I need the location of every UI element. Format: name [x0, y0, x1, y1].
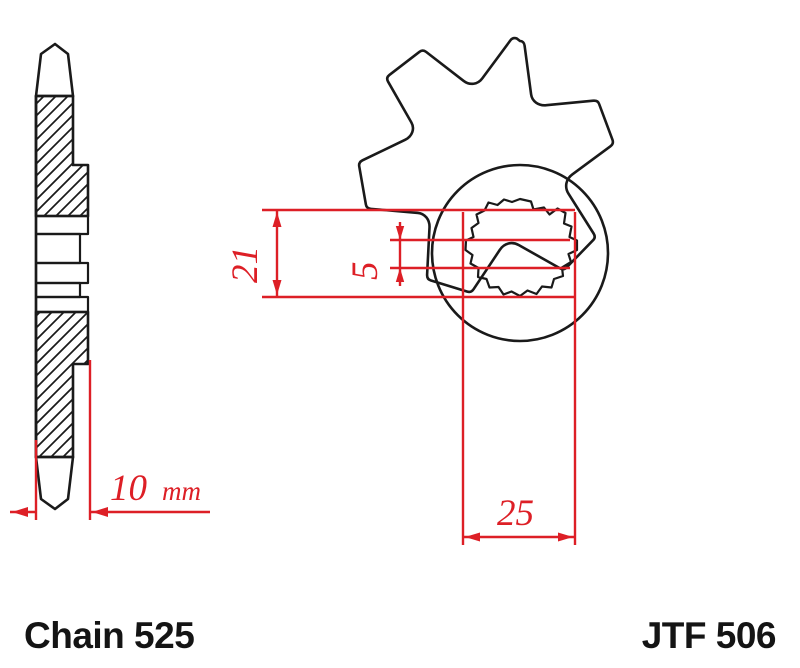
dim-10-arrow: [92, 507, 108, 517]
section-hatching-upper: [36, 96, 88, 216]
dimension-25: 25: [461, 212, 577, 545]
dim-25-label: 25: [497, 493, 534, 534]
section-top-tooth-tip: [34, 42, 75, 98]
section-hatching-lower: [36, 312, 88, 457]
dim-21-arrow-bottom: [272, 280, 282, 295]
part-number-caption: JTF 506: [642, 615, 776, 656]
dim-10-arrow-stub: [12, 507, 28, 517]
side-section-view: [34, 42, 90, 511]
spline-band-2: [34, 232, 82, 265]
section-lower-body: [34, 310, 90, 459]
dim-10-label: 10: [110, 468, 148, 509]
spline-band-3: [34, 261, 90, 285]
dim-5-label: 5: [345, 262, 386, 281]
hub-circle: [430, 163, 610, 343]
spline-band-4: [34, 281, 82, 299]
dimension-annotations: 21 5: [10, 208, 577, 545]
dim-21-arrow-top: [272, 212, 282, 227]
dimension-10mm: 10 mm: [10, 360, 210, 520]
dim-5-arrow-top: [395, 226, 405, 240]
dim-25-arrow-right: [558, 532, 573, 542]
dim-21-label: 21: [225, 246, 266, 283]
dimension-21: 21: [225, 208, 575, 299]
chain-caption: Chain 525: [24, 615, 194, 656]
dim-5-arrow-bottom: [395, 268, 405, 282]
section-bottom-tooth-tip: [34, 455, 75, 511]
dimension-5: 5: [345, 222, 570, 286]
dim-10-unit-label: mm: [162, 476, 201, 506]
sprocket-teeth-outline: [357, 36, 615, 294]
spline-band-1: [34, 214, 90, 236]
spline-band-5: [34, 295, 90, 314]
dim-25-arrow-left: [465, 532, 480, 542]
section-spline-bands: [34, 214, 90, 314]
